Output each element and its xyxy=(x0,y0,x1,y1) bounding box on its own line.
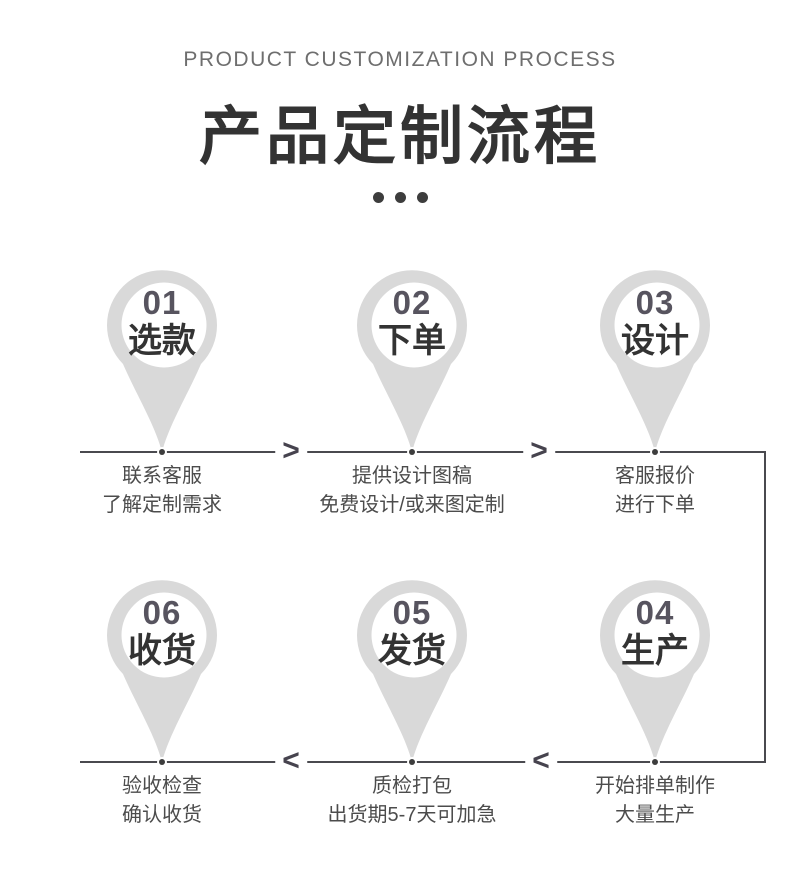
flow-line-bottom xyxy=(80,761,766,763)
dot-icon xyxy=(394,192,406,203)
dot-icon xyxy=(372,192,384,203)
section-title: 产品定制流程 xyxy=(199,102,601,172)
step-label: 收货 xyxy=(128,632,196,670)
step-pin-06: 06 收货 xyxy=(107,578,217,764)
step-number: 05 xyxy=(392,594,432,631)
step-description-04: 开始排单制作 大量生产 xyxy=(515,772,795,830)
step-description-01: 联系客服 了解定制需求 xyxy=(22,462,302,520)
desc-line: 进行下单 xyxy=(615,494,695,516)
desc-line: 了解定制需求 xyxy=(102,494,222,516)
step-label: 下单 xyxy=(378,322,446,360)
map-pin-icon xyxy=(107,580,217,762)
map-pin-icon xyxy=(107,270,217,452)
flow-line-top xyxy=(80,451,766,453)
arrow-right-icon: > xyxy=(523,435,555,466)
arrow-left-icon: < xyxy=(275,745,307,776)
section-subtitle: PRODUCT CUSTOMIZATION PROCESS xyxy=(183,48,617,71)
line-node-dot xyxy=(159,449,165,455)
step-number: 02 xyxy=(392,284,432,321)
step-description-05: 质检打包 出货期5-7天可加急 xyxy=(272,772,552,830)
desc-line: 开始排单制作 xyxy=(595,775,715,797)
desc-line: 验收检查 xyxy=(122,775,202,797)
flow-line-right xyxy=(764,451,766,763)
desc-line: 质检打包 xyxy=(372,775,452,797)
desc-line: 免费设计/或来图定制 xyxy=(319,494,505,516)
desc-line: 提供设计图稿 xyxy=(352,465,472,487)
desc-line: 客服报价 xyxy=(615,465,695,487)
map-pin-icon xyxy=(600,580,710,762)
arrow-right-icon: > xyxy=(275,435,307,466)
step-pin-05: 05 发货 xyxy=(357,578,467,764)
desc-line: 确认收货 xyxy=(122,804,202,826)
step-number: 06 xyxy=(142,594,182,631)
desc-line: 联系客服 xyxy=(122,465,202,487)
step-description-03: 客服报价 进行下单 xyxy=(515,462,795,520)
step-number: 03 xyxy=(635,284,675,321)
map-pin-icon xyxy=(357,270,467,452)
step-description-02: 提供设计图稿 免费设计/或来图定制 xyxy=(272,462,552,520)
desc-line: 出货期5-7天可加急 xyxy=(327,804,497,826)
map-pin-icon xyxy=(600,270,710,452)
step-pin-01: 01 选款 xyxy=(107,268,217,454)
step-pin-03: 03 设计 xyxy=(600,268,710,454)
line-node-dot xyxy=(159,759,165,765)
line-node-dot xyxy=(652,759,658,765)
desc-line: 大量生产 xyxy=(615,804,695,826)
dot-icon xyxy=(416,192,428,203)
step-description-06: 验收检查 确认收货 xyxy=(22,772,302,830)
step-label: 选款 xyxy=(128,322,196,360)
line-node-dot xyxy=(409,449,415,455)
map-pin-icon xyxy=(357,580,467,762)
step-label: 发货 xyxy=(378,632,446,670)
step-number: 01 xyxy=(142,284,182,321)
step-label: 生产 xyxy=(621,632,689,670)
ellipsis-dots-icon xyxy=(0,192,800,203)
line-node-dot xyxy=(409,759,415,765)
line-node-dot xyxy=(652,449,658,455)
step-pin-04: 04 生产 xyxy=(600,578,710,764)
step-label: 设计 xyxy=(621,322,689,360)
step-pin-02: 02 下单 xyxy=(357,268,467,454)
step-number: 04 xyxy=(635,594,675,631)
arrow-left-icon: < xyxy=(525,745,557,776)
